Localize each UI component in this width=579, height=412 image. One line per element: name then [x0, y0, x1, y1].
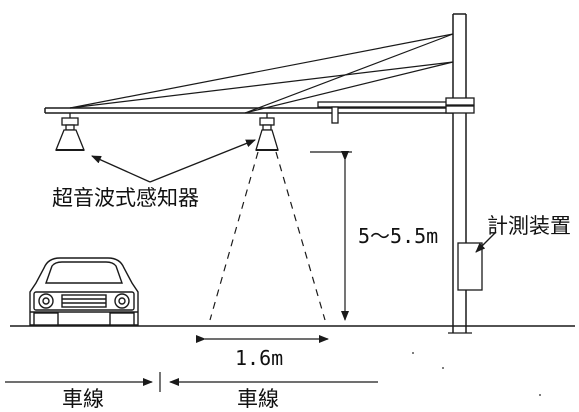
scan-specks — [412, 352, 541, 396]
lane-label-left: 車線 — [62, 387, 104, 411]
measuring-device-label: 計測装置 — [487, 214, 571, 238]
measuring-device — [457, 231, 497, 291]
car — [29, 257, 139, 326]
ultrasonic-beam — [209, 151, 326, 321]
sensor-label: 超音波式感知器 — [52, 186, 199, 210]
overhead-arm — [44, 107, 453, 114]
lane-label-right: 車線 — [237, 387, 279, 411]
sensor-pointer-arrows — [91, 139, 256, 183]
cable-stays — [69, 33, 454, 114]
height-dimension — [310, 151, 352, 321]
lane-dimension — [5, 372, 378, 392]
beam-width-label: 1.6m — [235, 346, 284, 370]
arm-bracket — [317, 97, 475, 124]
height-label: 5〜5.5m — [358, 224, 439, 248]
ultrasonic-sensor-left — [55, 113, 85, 151]
ultrasonic-sensor-center — [255, 113, 279, 151]
